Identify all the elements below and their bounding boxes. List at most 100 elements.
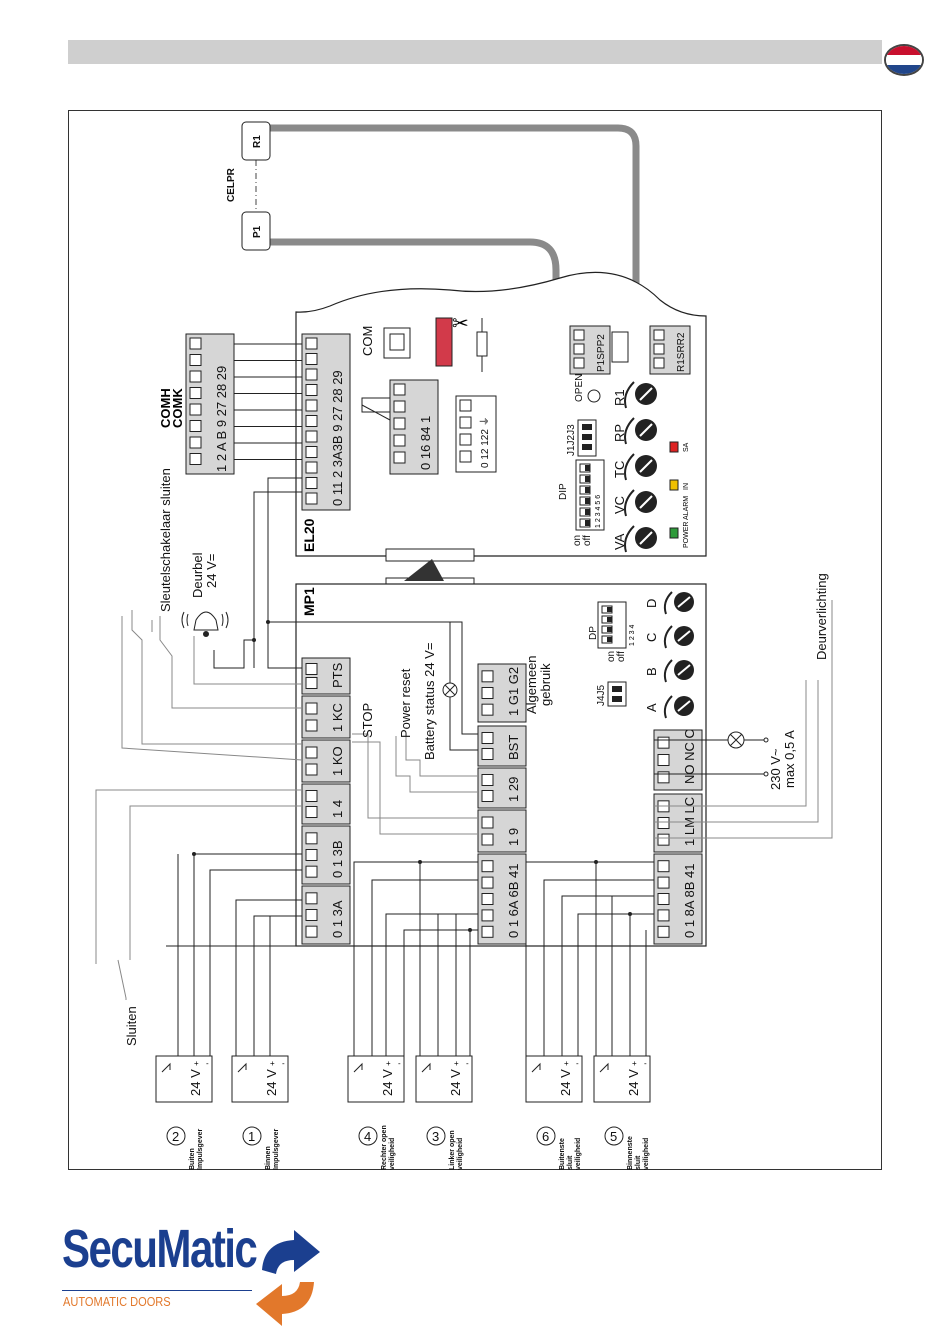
el20-screw-1[interactable] xyxy=(305,353,318,365)
mp1-dp-switch[interactable] xyxy=(597,601,627,649)
p1spp2-label: P1SPP2 xyxy=(596,334,607,372)
comk-screw-0[interactable] xyxy=(189,337,202,350)
el20-dip-knob-2 xyxy=(585,487,590,493)
el20-screw-7[interactable] xyxy=(305,446,318,458)
el20-screw-10[interactable] xyxy=(305,492,318,505)
mp1-block-6a-screw-0[interactable] xyxy=(481,860,494,873)
el20-pot-label-vc: VC xyxy=(612,496,627,514)
mp1-block-6a-screw-1[interactable] xyxy=(481,876,494,889)
mp1-block-bst-screw-0[interactable] xyxy=(481,732,494,744)
el20-mid-screw-4[interactable] xyxy=(393,451,406,464)
device-6-name2: sluit xyxy=(567,1155,574,1170)
device-1-number-circle xyxy=(242,1126,262,1146)
comk-screw-5[interactable] xyxy=(189,420,202,432)
open-button[interactable] xyxy=(587,389,601,403)
comk-screw-1[interactable] xyxy=(189,354,202,366)
device-4-number: 4 xyxy=(364,1129,371,1144)
el20-mid-screw-0[interactable] xyxy=(393,383,406,396)
el20-small-labels: 0 12 122 ⏚ xyxy=(479,416,491,468)
mp1-block-3a-screw-0[interactable] xyxy=(305,892,318,905)
mp1-block-kc-screw-1[interactable] xyxy=(305,719,318,732)
comk-screw-4[interactable] xyxy=(189,403,202,416)
mp1-block-19-screw-0[interactable] xyxy=(481,816,494,829)
device-3-name1: Linker open xyxy=(449,1130,456,1170)
el20-screw-3[interactable] xyxy=(305,384,318,396)
mp1-block-14-screw-1[interactable] xyxy=(305,806,318,818)
el20-screw-5[interactable] xyxy=(305,415,318,427)
mp1-block-bst-screw-1[interactable] xyxy=(481,748,494,760)
mp1-block-g-screw-0[interactable] xyxy=(481,670,494,683)
mp1-block-g-screw-2[interactable] xyxy=(481,703,494,716)
mp1-block-g-screw-1[interactable] xyxy=(481,687,494,699)
gebruik-label: gebruik xyxy=(538,663,553,706)
mp1-block-ko-label: 1 KO xyxy=(330,746,345,776)
mp1-block-ko-screw-0[interactable] xyxy=(305,746,318,759)
el20-dip-switch[interactable] xyxy=(575,459,605,531)
el20-small-screw-1[interactable] xyxy=(459,416,472,429)
mp1-block-kc-screw-0[interactable] xyxy=(305,702,318,715)
mp1-block-19-screw-1[interactable] xyxy=(481,833,494,846)
mp1-block-129-screw-0[interactable] xyxy=(481,774,494,786)
mp1-block-8a-label: 0 1 8A 8B 41 xyxy=(682,864,697,938)
device-2-plus: + xyxy=(194,1059,199,1068)
mp1-block-nonc-screw-0[interactable] xyxy=(657,736,670,749)
mp1-block-8a-screw-1[interactable] xyxy=(657,876,670,889)
mp1-block-129-screw-1[interactable] xyxy=(481,790,494,802)
el20-small-screw-2[interactable] xyxy=(459,433,472,446)
mp1-block-3b-screw-1[interactable] xyxy=(305,849,318,861)
mp1-dp-label: DP xyxy=(588,626,599,640)
logo-name: SecuMatic xyxy=(62,1219,258,1279)
power-reset-label: Power reset xyxy=(398,668,413,738)
mp1-block-8a-screw-3[interactable] xyxy=(657,909,670,922)
device-4-box xyxy=(347,1055,405,1103)
mp1-block-nonc-label: NO NC C xyxy=(682,729,697,784)
el20-mid-screw-1[interactable] xyxy=(393,400,406,413)
comk-screw-2[interactable] xyxy=(189,370,202,383)
el20-small-screw-3[interactable] xyxy=(459,450,472,463)
mp1-block-3b-screw-0[interactable] xyxy=(305,832,318,845)
in-label: IN xyxy=(683,483,690,490)
el20-mid-screw-3[interactable] xyxy=(393,434,406,447)
power-alarm-led xyxy=(669,527,679,539)
el20-screw-9[interactable] xyxy=(305,477,318,489)
mp1-block-8a-screw-2[interactable] xyxy=(657,893,670,905)
el20-screw-4[interactable] xyxy=(305,399,318,412)
el20-small-screw-0[interactable] xyxy=(459,399,472,412)
mp1-block-nonc-screw-2[interactable] xyxy=(657,771,670,784)
mp1-block-nonc-screw-1[interactable] xyxy=(657,754,670,766)
el20-pot-label-r1: R1 xyxy=(612,389,627,406)
mp1-block-ko-screw-1[interactable] xyxy=(305,763,318,776)
mp1-block-3a-screw-1[interactable] xyxy=(305,909,318,921)
mp1-block-8a-screw-0[interactable] xyxy=(657,860,670,873)
mp1-block-pts-screw-0[interactable] xyxy=(305,663,318,675)
el20-screw-6[interactable] xyxy=(305,430,318,443)
el20-pot-arc-0 xyxy=(624,525,635,553)
el20-screw-0[interactable] xyxy=(305,337,318,350)
mp1-block-6a-screw-3[interactable] xyxy=(481,909,494,922)
mp1-block-pts-screw-1[interactable] xyxy=(305,677,318,689)
mp1-dp-off: off xyxy=(616,651,627,662)
el20-mid-screw-2[interactable] xyxy=(393,417,406,430)
el20-screw-2[interactable] xyxy=(305,368,318,381)
mp1-dp-knob-3 xyxy=(607,637,612,642)
mp1-block-3b-screw-2[interactable] xyxy=(305,865,318,878)
mp1-pot-arc-1 xyxy=(663,659,673,683)
device-6-box xyxy=(525,1055,583,1103)
comk-screw-3[interactable] xyxy=(189,387,202,399)
mp1-block-lm-screw-2[interactable] xyxy=(657,833,670,846)
el20-pot-arc-4 xyxy=(624,381,635,409)
device-4-minus: - xyxy=(398,1059,401,1068)
mp1-block-3a-screw-2[interactable] xyxy=(305,925,318,938)
mp1-block-6a-screw-2[interactable] xyxy=(481,893,494,905)
mp1-block-6a-screw-4[interactable] xyxy=(481,925,494,938)
logo-tagline: AUTOMATIC DOORS xyxy=(63,1294,171,1309)
mp1-block-8a-screw-4[interactable] xyxy=(657,925,670,938)
mp1-block-lm-screw-1[interactable] xyxy=(657,817,670,829)
mp1-block-14-screw-0[interactable] xyxy=(305,790,318,802)
comk-screw-7[interactable] xyxy=(189,453,202,465)
comk-screw-6[interactable] xyxy=(189,436,202,449)
el20-screw-8[interactable] xyxy=(305,461,318,474)
